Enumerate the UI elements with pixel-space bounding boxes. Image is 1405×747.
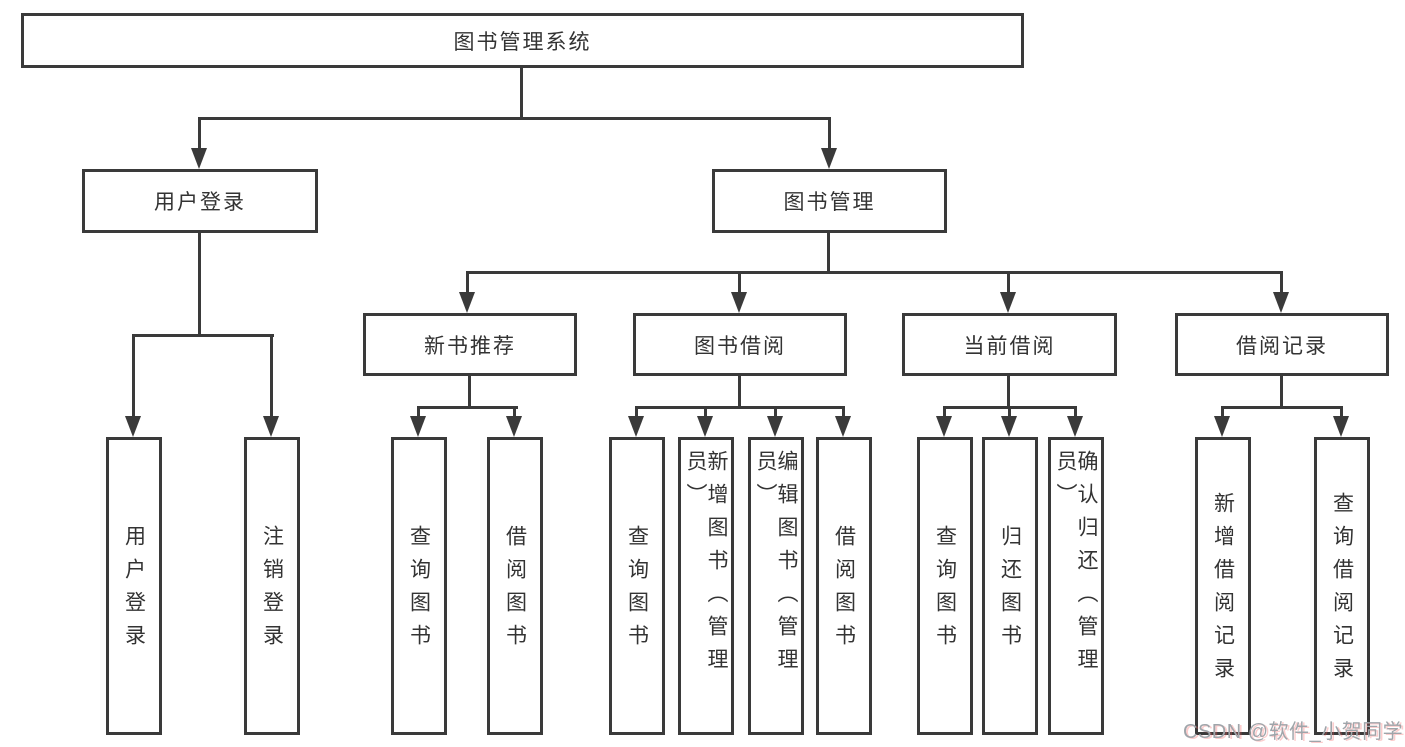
arrow-down-icon	[821, 117, 837, 169]
arrow-down-icon	[1001, 406, 1017, 437]
leaf-label: 查询借阅记录	[1330, 492, 1354, 690]
connector-bookborrow-stem	[738, 376, 741, 409]
leaf-logout: 注销登录	[244, 437, 300, 735]
arrow-down-icon	[410, 406, 426, 437]
arrow-down-icon	[1273, 271, 1289, 313]
leaf-label: 编辑图书（管理员）	[754, 450, 798, 681]
leaf-label: 查询图书	[933, 525, 957, 657]
leaf-label: 新增借阅记录	[1211, 492, 1235, 690]
leaf-br-add-record: 新增借阅记录	[1195, 437, 1251, 735]
leaf-label: 用户登录	[122, 525, 146, 657]
leaf-label: 新增图书（管理员）	[684, 450, 728, 681]
node-label: 图书借阅	[694, 334, 786, 358]
node-label: 图书管理	[783, 191, 876, 214]
connector-bookmgmt-stem	[827, 233, 830, 274]
node-user-login: 用户登录	[82, 169, 318, 233]
arrow-down-icon	[506, 406, 522, 437]
node-label: 当前借阅	[963, 334, 1056, 358]
leaf-bb-borrow-books: 借阅图书	[816, 437, 872, 735]
leaf-label: 借阅图书	[503, 525, 527, 657]
node-label: 借阅记录	[1236, 334, 1328, 358]
leaf-label: 借阅图书	[832, 525, 856, 657]
node-book-borrowing: 图书借阅	[633, 313, 847, 376]
connector-newbook-stem	[468, 376, 471, 409]
leaf-br-query-record: 查询借阅记录	[1314, 437, 1370, 735]
leaf-label: 查询图书	[625, 525, 649, 657]
node-new-book-recommend: 新书推荐	[363, 313, 577, 376]
leaf-bb-add-books-admin: 新增图书（管理员）	[678, 437, 734, 735]
leaf-cb-query-books: 查询图书	[917, 437, 973, 735]
arrow-down-icon	[1000, 271, 1016, 313]
connector-bookmgmt-split	[466, 271, 1283, 274]
arrow-down-icon	[1214, 406, 1230, 437]
arrow-down-icon	[936, 406, 952, 437]
connector-currentborrow-stem	[1007, 376, 1010, 409]
node-current-borrowing: 当前借阅	[902, 313, 1117, 376]
node-label: 图书管理系统	[453, 30, 592, 54]
connector-userlogin-stem	[198, 233, 201, 337]
leaf-bb-edit-books-admin: 编辑图书（管理员）	[748, 437, 804, 735]
leaf-label: 归还图书	[998, 525, 1022, 657]
leaf-label: 注销登录	[260, 525, 284, 657]
leaf-label: 查询图书	[407, 525, 431, 657]
arrow-down-icon	[125, 334, 141, 437]
node-book-management: 图书管理	[712, 169, 947, 233]
connector-userlogin-split	[132, 334, 274, 337]
arrow-down-icon	[835, 406, 851, 437]
arrow-down-icon	[628, 406, 644, 437]
connector-records-split	[1221, 406, 1343, 409]
connector-bookborrow-split	[635, 406, 845, 409]
arrow-down-icon	[767, 406, 783, 437]
node-label: 新书推荐	[424, 334, 516, 358]
node-root-library-system: 图书管理系统	[21, 13, 1024, 68]
arrow-down-icon	[459, 271, 475, 313]
leaf-nb-query-books: 查询图书	[391, 437, 447, 735]
arrow-down-icon	[191, 117, 207, 169]
arrow-down-icon	[1333, 406, 1349, 437]
node-label: 用户登录	[154, 191, 246, 214]
csdn-watermark: CSDN @软件_小贺同学	[1183, 721, 1404, 743]
arrow-down-icon	[263, 334, 279, 437]
node-borrow-records: 借阅记录	[1175, 313, 1389, 376]
arrow-down-icon	[1067, 406, 1083, 437]
leaf-user-login: 用户登录	[106, 437, 162, 735]
leaf-nb-borrow-books: 借阅图书	[487, 437, 543, 735]
arrow-down-icon	[697, 406, 713, 437]
connector-records-stem	[1280, 376, 1283, 409]
leaf-bb-query-books: 查询图书	[609, 437, 665, 735]
connector-root-stem	[520, 68, 523, 119]
leaf-cb-return-books: 归还图书	[982, 437, 1038, 735]
leaf-label: 确认归还（管理员）	[1054, 450, 1098, 681]
connector-newbook-split	[417, 406, 518, 409]
leaf-cb-confirm-return-admin: 确认归还（管理员）	[1048, 437, 1104, 735]
connector-root-split	[198, 117, 831, 120]
arrow-down-icon	[731, 271, 747, 313]
